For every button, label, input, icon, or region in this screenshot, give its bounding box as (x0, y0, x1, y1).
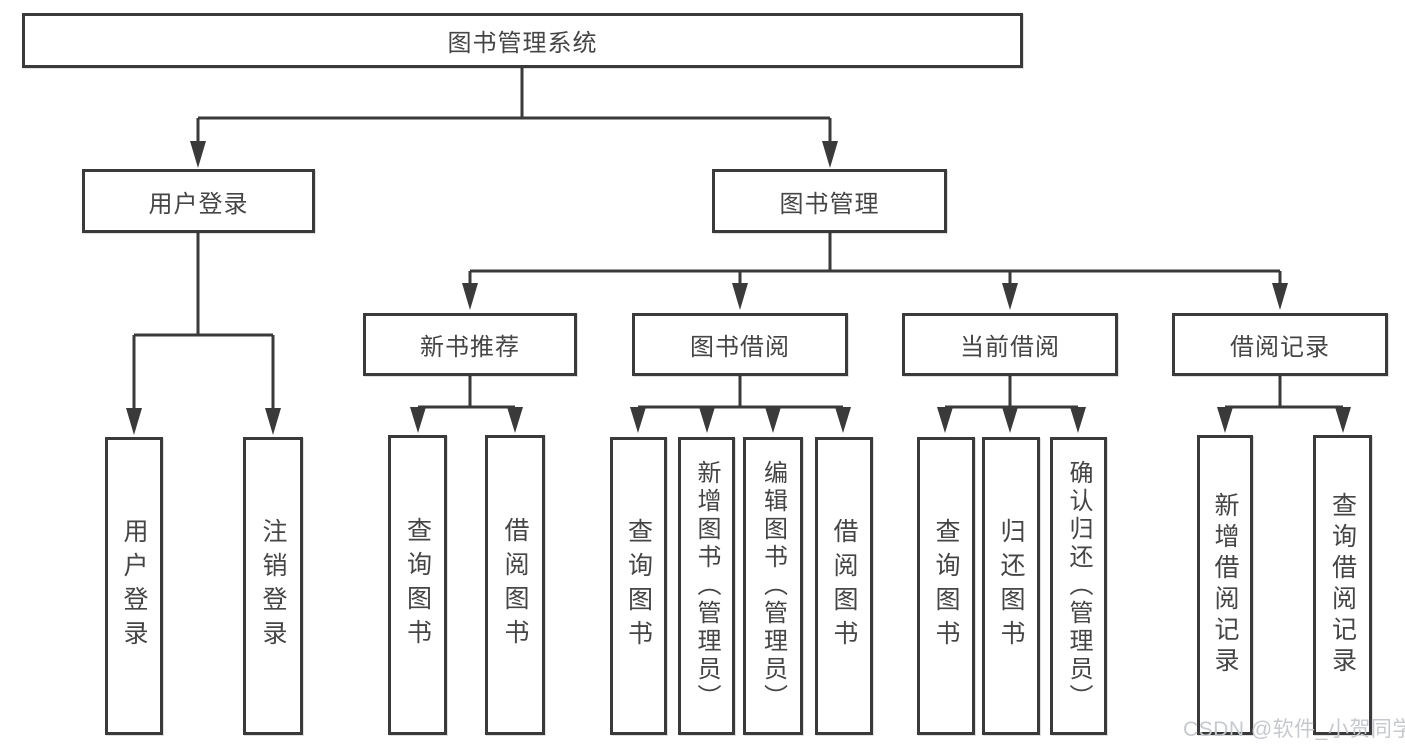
leaf-query-borrow-record: 查询借阅记录 (1313, 435, 1372, 735)
leaf-edit-book-admin: 编辑图书（管理员） (743, 437, 803, 735)
leaf-borrow-book-label: 借阅图书 (830, 518, 858, 654)
leaf-query-book-recommend: 查询图书 (388, 435, 447, 735)
leaf-logout: 注销登录 (243, 437, 303, 735)
node-borrow-record: 借阅记录 (1172, 313, 1388, 376)
leaf-borrow-book-recommend: 借阅图书 (485, 435, 545, 735)
leaf-confirm-return-admin-label: 确认归还（管理员） (1065, 460, 1092, 712)
leaf-query-book-recommend-label: 查询图书 (403, 517, 432, 653)
leaf-user-login-label: 用户登录 (120, 518, 148, 654)
leaf-logout-label: 注销登录 (259, 518, 287, 654)
leaf-user-login: 用户登录 (105, 437, 163, 735)
watermark: CSDN @软件_小贺同学 (1183, 718, 1405, 741)
leaf-query-book-current-label: 查询图书 (932, 518, 960, 654)
leaf-query-book-borrow-label: 查询图书 (624, 518, 653, 654)
node-current-borrow: 当前借阅 (902, 313, 1118, 376)
node-book-management: 图书管理 (712, 169, 947, 233)
leaf-add-book-admin: 新增图书（管理员） (678, 437, 735, 735)
leaf-query-borrow-record-label: 查询借阅记录 (1328, 492, 1357, 678)
leaf-confirm-return-admin: 确认归还（管理员） (1050, 437, 1107, 735)
node-book-borrow: 图书借阅 (632, 313, 848, 376)
node-user-login: 用户登录 (82, 169, 315, 233)
leaf-borrow-book-recommend-label: 借阅图书 (501, 517, 529, 653)
leaf-edit-book-admin-label: 编辑图书（管理员） (759, 460, 787, 712)
leaf-query-book-current: 查询图书 (917, 437, 975, 735)
leaf-add-borrow-record-label: 新增借阅记录 (1211, 492, 1239, 678)
leaf-return-book: 归还图书 (982, 437, 1040, 735)
leaf-return-book-label: 归还图书 (997, 518, 1025, 654)
leaf-add-borrow-record: 新增借阅记录 (1197, 435, 1253, 735)
node-new-book-recommend: 新书推荐 (363, 313, 577, 376)
node-root: 图书管理系统 (22, 13, 1023, 68)
leaf-add-book-admin-label: 新增图书（管理员） (693, 460, 720, 712)
leaf-query-book-borrow: 查询图书 (610, 437, 667, 735)
leaf-borrow-book: 借阅图书 (815, 437, 873, 735)
